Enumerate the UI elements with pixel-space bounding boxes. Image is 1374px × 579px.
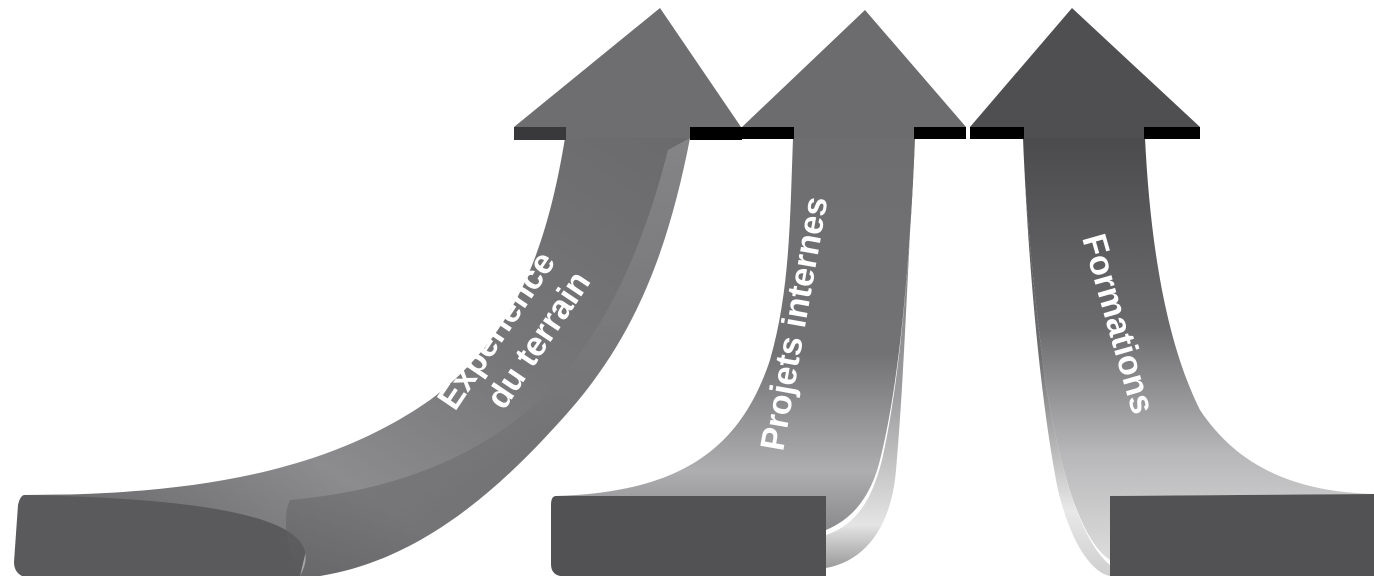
arrow-head (970, 8, 1200, 138)
arrow-head-bar (970, 127, 1024, 139)
arrow-head (742, 10, 966, 138)
arrow-shaft-edge (1023, 138, 1110, 576)
arrow-base-block (551, 496, 826, 576)
arrow-formations: Formations (970, 8, 1374, 576)
arrow-head-bar (1144, 127, 1200, 139)
arrow-head (514, 8, 741, 138)
arrow-head-bar (690, 127, 742, 140)
arrow-shaft-fold (285, 138, 690, 576)
arrow-shaft (1023, 138, 1374, 560)
arrow-head-bar (742, 127, 794, 139)
arrow-base-block (1110, 494, 1374, 576)
arrow-head-bar (514, 127, 566, 140)
arrow-head-bar (914, 127, 966, 139)
arrow-shaft (24, 138, 690, 576)
arrow-shaft (556, 138, 915, 530)
arrow-shaft-edge (826, 138, 915, 568)
